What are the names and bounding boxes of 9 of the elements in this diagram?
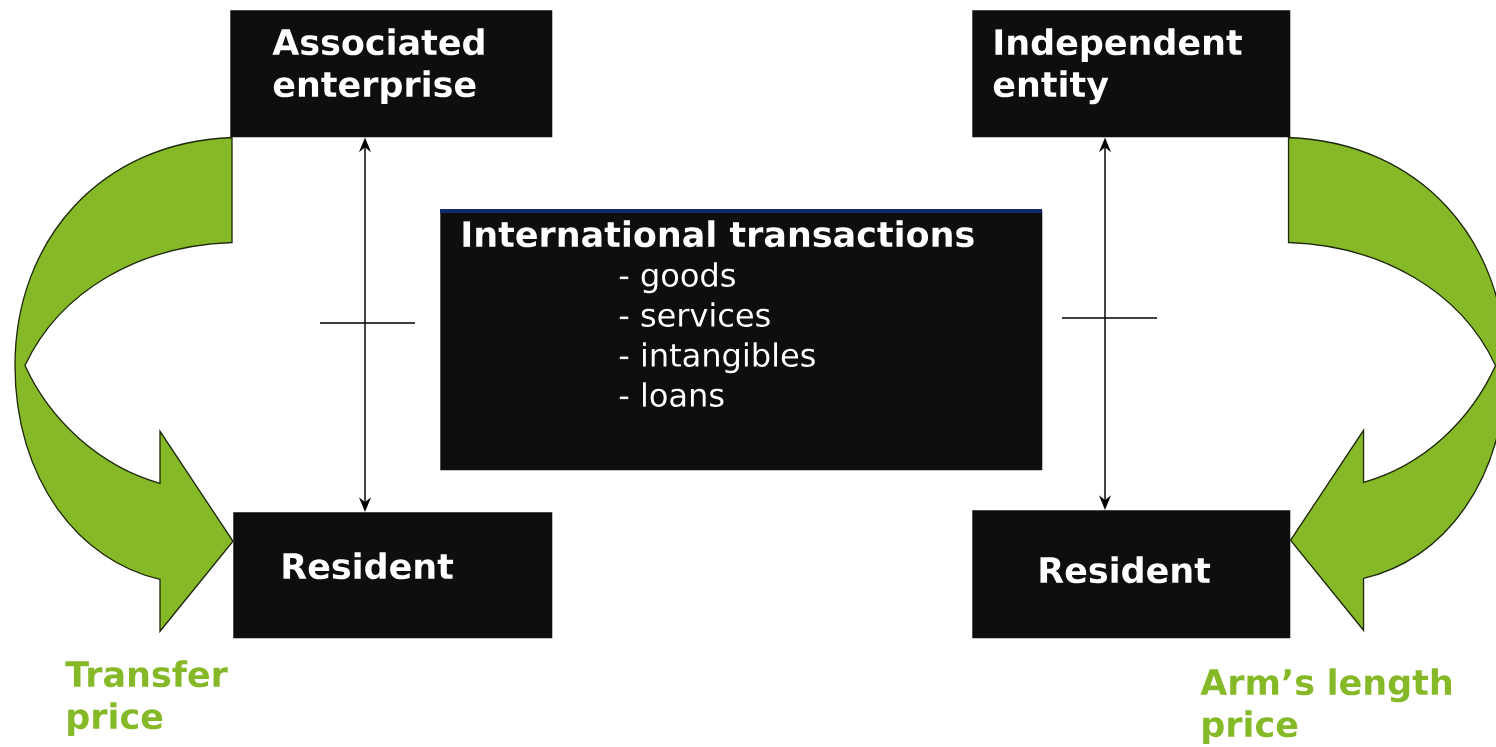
curved-block-arrow [1287, 136, 1496, 631]
process-box: Resident [972, 510, 1291, 639]
process-box: Resident [233, 512, 553, 639]
curved-block-arrow [14, 136, 234, 632]
price-label: Transfer price [65, 660, 228, 737]
price-label: Arm’s length price [1200, 668, 1452, 745]
process-box: International transactions - goods - services - intangibles - loans [440, 209, 1043, 471]
process-box: Independent entity [972, 10, 1291, 138]
process-box: Associated enterprise [230, 10, 553, 138]
